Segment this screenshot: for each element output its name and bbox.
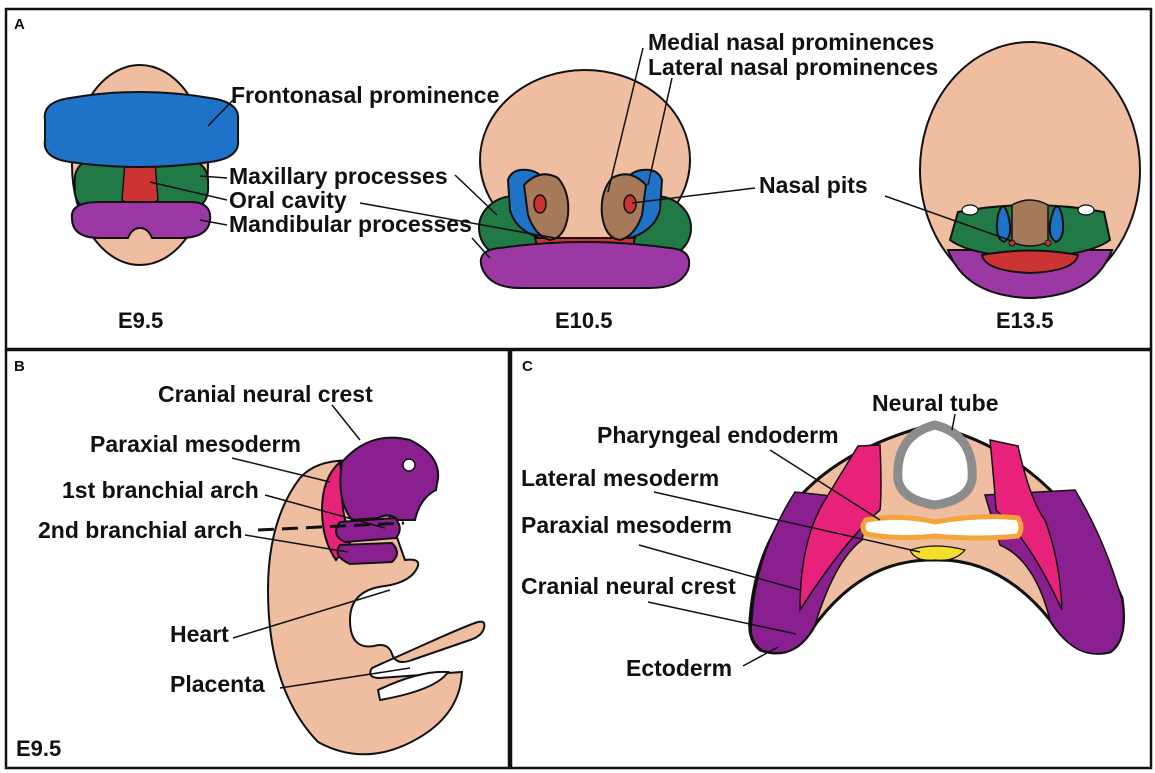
e10-5-mandibular-process <box>481 242 689 288</box>
label-mandibular-processes: Mandibular processes <box>229 211 472 237</box>
label-oral-cavity: Oral cavity <box>229 187 347 213</box>
panel-b-letter: B <box>14 358 25 375</box>
embryo-branchial-arch-1 <box>336 518 400 542</box>
label-maxillary-processes: Maxillary processes <box>229 163 448 189</box>
cross-section <box>750 425 1124 654</box>
label-c-cranial-neural-crest: Cranial neural crest <box>521 573 736 599</box>
label-c-lateral-mesoderm: Lateral mesoderm <box>521 465 719 491</box>
e13-5-medial-nasal <box>1012 200 1048 246</box>
label-c-neural-tube: Neural tube <box>872 390 999 416</box>
stage-label-b: E9.5 <box>16 736 61 761</box>
e9-5-frontonasal-prominence <box>45 92 238 167</box>
label-b-cranial-neural-crest: Cranial neural crest <box>158 381 373 407</box>
e13-5-eye-left <box>962 205 978 215</box>
label-c-pharyngeal-endoderm: Pharyngeal endoderm <box>597 422 839 448</box>
label-frontonasal-prominence: Frontonasal prominence <box>231 82 499 108</box>
embryo-branchial-arch-2 <box>338 543 397 564</box>
face-e13-5 <box>920 42 1140 298</box>
face-e9-5 <box>45 65 238 265</box>
leader-b-cranial-neural-crest <box>332 405 360 440</box>
e13-5-nasal-pit-right <box>1045 240 1051 246</box>
label-b-2nd-branchial-arch: 2nd branchial arch <box>38 517 243 543</box>
label-b-heart: Heart <box>170 621 229 647</box>
embryo-cranial-neural-crest <box>340 438 438 520</box>
section-neural-tube <box>898 425 972 505</box>
e10-5-nasal-pit-left <box>534 195 546 213</box>
stage-label-e10-5: E10.5 <box>555 308 613 333</box>
e13-5-eye-right <box>1078 205 1094 215</box>
face-e10-5 <box>479 70 691 288</box>
panel-c-letter: C <box>522 358 533 375</box>
stage-label-e13-5: E13.5 <box>996 308 1054 333</box>
label-medial-nasal-prominences: Medial nasal prominences <box>648 29 934 55</box>
stage-label-e9-5: E9.5 <box>118 308 163 333</box>
e10-5-nasal-pit-right <box>624 195 636 213</box>
label-c-paraxial-mesoderm: Paraxial mesoderm <box>521 512 732 538</box>
label-b-paraxial-mesoderm: Paraxial mesoderm <box>90 431 301 457</box>
label-c-ectoderm: Ectoderm <box>626 655 732 681</box>
label-b-1st-branchial-arch: 1st branchial arch <box>62 477 259 503</box>
embryo-eye <box>403 459 415 471</box>
section-pharyngeal-endoderm <box>863 517 1021 538</box>
panel-a-letter: A <box>14 16 25 33</box>
label-nasal-pits: Nasal pits <box>759 172 868 198</box>
label-lateral-nasal-prominences: Lateral nasal prominences <box>648 54 938 80</box>
label-b-placenta: Placenta <box>170 671 265 697</box>
